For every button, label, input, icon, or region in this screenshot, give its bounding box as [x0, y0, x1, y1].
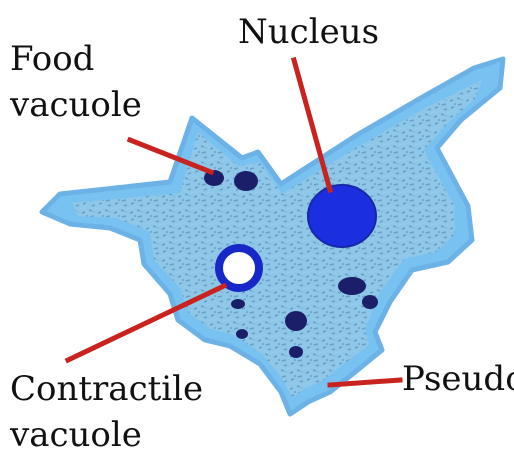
- food-vacuole-label-line-2: vacuole: [10, 88, 142, 122]
- food-vacuole-shape: [285, 311, 307, 331]
- nucleus-shape: [308, 185, 376, 247]
- food-vacuole-shape: [289, 346, 303, 358]
- nucleus-label: Nucleus: [238, 15, 379, 49]
- contractile-vacuole-shape: [219, 248, 259, 288]
- food-vacuole-shape: [234, 171, 258, 191]
- food-vacuole-shape: [338, 277, 366, 295]
- food-vacuole-shape: [362, 295, 378, 309]
- contractile-vacuole-label-line-1: Contractile: [10, 372, 203, 406]
- food-vacuole-label-line-1: Food: [10, 42, 94, 76]
- pseudopod-label: Pseudo: [402, 362, 514, 396]
- food-vacuole-shape: [231, 299, 245, 309]
- food-vacuole-shape: [236, 329, 248, 339]
